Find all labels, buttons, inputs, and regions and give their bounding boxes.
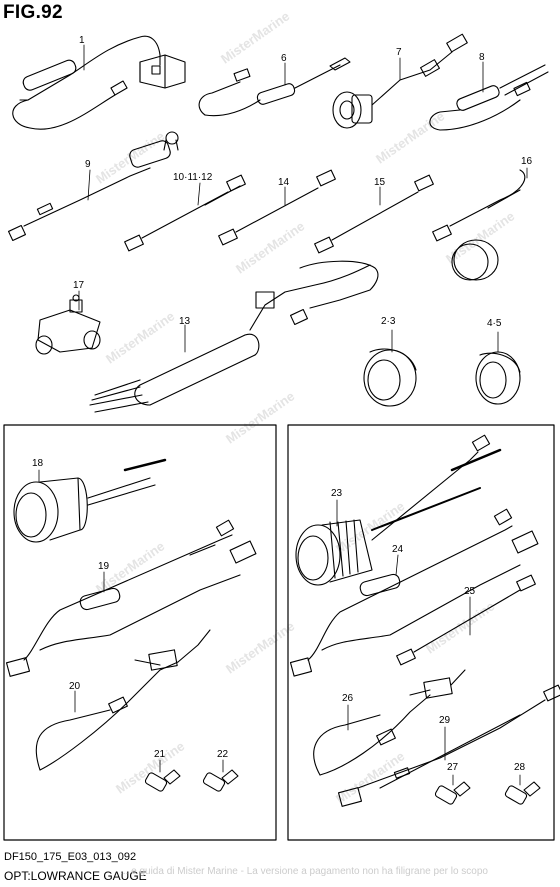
part-19-harness <box>5 519 257 677</box>
callout-26: 26 <box>342 693 354 704</box>
part-27-terminator <box>434 781 471 805</box>
part-2-3-ring <box>363 348 417 407</box>
callout-17: 17 <box>73 280 85 291</box>
part-21-terminator <box>144 769 181 792</box>
callout-28: 28 <box>514 762 526 773</box>
left-kit-frame <box>3 424 277 841</box>
callout-13: 13 <box>179 316 191 327</box>
part-6-cable <box>198 57 351 117</box>
callout-15: 15 <box>374 177 386 188</box>
callout-24: 24 <box>392 544 404 555</box>
part-26-cable <box>313 669 466 776</box>
figure-title: FIG.92 <box>3 2 63 23</box>
part-14-cable <box>218 169 336 246</box>
callout-23: 23 <box>331 488 343 499</box>
part-13-harness <box>89 260 379 413</box>
callout-14: 14 <box>278 177 290 188</box>
part-20-cable <box>35 629 211 771</box>
leader-lines <box>38 44 528 786</box>
callout-1: 1 <box>79 35 85 46</box>
callout-2-3: 2·3 <box>381 316 396 327</box>
callout-18: 18 <box>32 458 44 469</box>
part-23-gauge <box>295 434 502 586</box>
part-7-bulkhead-connector <box>332 33 468 129</box>
right-kit-frame <box>287 424 555 841</box>
callout-27: 27 <box>447 762 459 773</box>
watermark-notice: ... e guida di Mister Marine - La versio… <box>120 866 488 877</box>
callout-25: 25 <box>464 586 476 597</box>
callout-21: 21 <box>154 749 166 760</box>
part-16-sensor <box>432 169 526 281</box>
callout-8: 8 <box>479 52 485 63</box>
callout-4-5: 4·5 <box>487 318 502 329</box>
callout-6: 6 <box>281 53 287 64</box>
part-25-cable <box>396 574 536 666</box>
part-17-tee-connector <box>35 294 101 355</box>
callout-7: 7 <box>396 47 402 58</box>
callout-10-11-12: 10·11·12 <box>173 172 213 183</box>
callout-29: 29 <box>439 715 451 726</box>
callout-22: 22 <box>217 749 229 760</box>
part-22-terminator <box>202 769 239 792</box>
part-4-5-ring <box>475 351 521 405</box>
part-9-sensor-cable <box>7 131 179 242</box>
callout-19: 19 <box>98 561 110 572</box>
part-28-terminator <box>504 781 541 805</box>
callout-16: 16 <box>521 156 533 167</box>
figure-subtitle: OPT:LOWRANCE GAUGE <box>4 869 147 883</box>
part-29-cable <box>337 684 560 807</box>
part-8-cable <box>429 64 549 131</box>
callout-9: 9 <box>85 159 91 170</box>
figure-code: DF150_175_E03_013_092 <box>4 851 137 863</box>
part-24-harness <box>289 508 539 677</box>
part-1-harness <box>12 35 186 130</box>
part-10-12-cable <box>124 174 246 252</box>
part-18-gauge <box>13 458 167 543</box>
callout-20: 20 <box>69 681 81 692</box>
part-15-cable <box>314 174 434 254</box>
